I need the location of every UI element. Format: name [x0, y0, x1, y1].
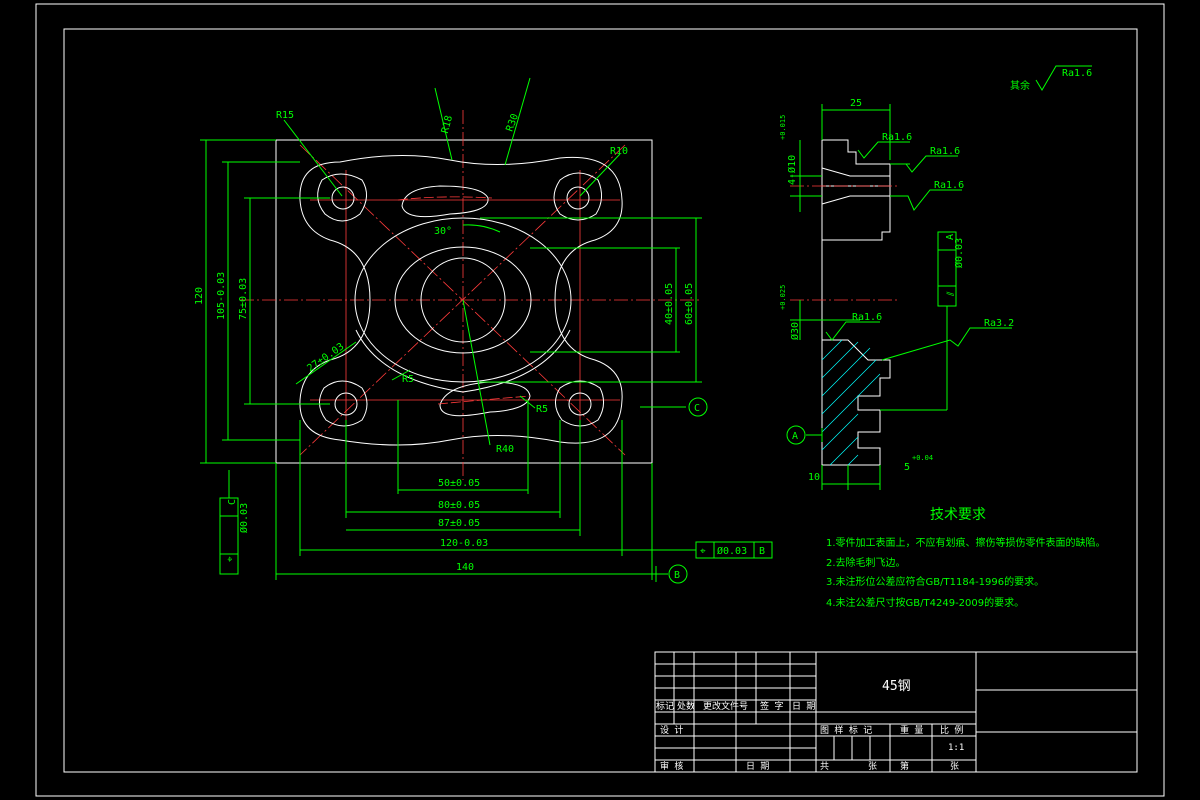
dim-140: 140	[456, 562, 474, 573]
svg-text:设 计: 设 计	[660, 724, 683, 736]
svg-text:标记: 标记	[656, 700, 674, 712]
tech-item-2: 2.去除毛刺飞边。	[826, 556, 906, 569]
svg-text:日 期: 日 期	[792, 701, 815, 712]
title-block: 45钢 标记 处数 更改文件号 签 字 日 期 设 计 审 核 图 样 标 记 …	[654, 651, 1138, 773]
svg-text:Ra3.2: Ra3.2	[984, 318, 1014, 329]
svg-text:C: C	[227, 499, 238, 505]
ra-symbol-5: Ra3.2	[881, 318, 1014, 361]
datum-a: A	[792, 431, 798, 442]
dim-5: 5	[904, 462, 910, 473]
radius-r10: R10	[610, 146, 628, 157]
radius-r5-b: R5	[536, 404, 548, 415]
ra-symbol-3: Ra1.6	[890, 180, 964, 211]
svg-text:Ø0.03: Ø0.03	[717, 545, 747, 557]
svg-text:⫽: ⫽	[946, 291, 957, 297]
side-section-hatched	[821, 339, 891, 466]
tech-title: 技术要求	[930, 507, 986, 523]
svg-text:张: 张	[868, 761, 877, 772]
svg-text:图 样 标 记: 图 样 标 记	[820, 724, 872, 736]
angle-30: 30°	[434, 226, 452, 237]
hole-dim: 4-Ø10	[786, 155, 798, 185]
svg-text:⌖: ⌖	[225, 556, 236, 562]
svg-text:Ø0.03: Ø0.03	[953, 238, 965, 268]
tech-requirements: 技术要求 1.零件加工表面上，不应有划痕、擦伤等损伤零件表面的缺陷。 2.去除毛…	[826, 507, 1106, 609]
part-outline	[275, 139, 653, 464]
dim-50: 50±0.05	[438, 478, 480, 489]
dim-v-75: 75±0.03	[238, 278, 249, 320]
svg-text:Ø0.03: Ø0.03	[238, 503, 250, 533]
scale-value: 1:1	[948, 743, 964, 753]
surface-finish-value: Ra1.6	[1062, 68, 1092, 79]
radius-r30: R30	[505, 112, 522, 133]
surface-finish-label: 其余	[1010, 79, 1030, 92]
svg-text:更改文件号: 更改文件号	[703, 700, 748, 712]
radius-r5-a: R5	[402, 374, 414, 385]
material-label: 45钢	[882, 679, 911, 694]
tech-item-4: 4.未注公差尺寸按GB/T4249-2009的要求。	[826, 596, 1024, 609]
dim-v-120: 120	[194, 287, 205, 305]
svg-text:⌖: ⌖	[700, 546, 706, 557]
svg-text:共: 共	[820, 761, 829, 772]
svg-text:日 期: 日 期	[746, 761, 769, 772]
svg-text:签 字: 签 字	[760, 700, 783, 712]
svg-text:Ra1.6: Ra1.6	[852, 312, 882, 323]
outer-border	[35, 3, 1165, 797]
ra-symbol-4: Ra1.6	[825, 312, 882, 341]
datum-c: C	[694, 403, 700, 414]
bore-tol: +0.025	[779, 285, 787, 310]
tolerance-frame-perp: A Ø0.03 ⫽	[880, 231, 965, 411]
svg-text:第: 第	[900, 760, 909, 772]
dim-80: 80±0.05	[438, 500, 480, 511]
svg-text:比 例: 比 例	[940, 724, 963, 736]
dim-diag-27: 27±0.03	[305, 341, 346, 374]
dim-120: 120-0.03	[440, 538, 488, 549]
side-view: 25 4-Ø10 +0.015 Ø30 +0.025 Ra1.6 Ra1.6 R…	[779, 98, 1014, 490]
svg-text:重 量: 重 量	[900, 724, 923, 736]
datum-b: B	[674, 570, 680, 581]
dim-v-60: 60±0.05	[684, 283, 695, 325]
dim-25: 25	[850, 98, 862, 109]
inner-border	[63, 28, 1138, 773]
dim-10: 10	[808, 472, 820, 483]
dim-87: 87±0.05	[438, 518, 480, 529]
dim-v-105: 105-0.03	[216, 272, 227, 320]
svg-text:Ra1.6: Ra1.6	[934, 180, 964, 191]
svg-text:Ra1.6: Ra1.6	[882, 132, 912, 143]
ra-symbol-2: Ra1.6	[890, 146, 960, 173]
svg-text:B: B	[759, 546, 765, 557]
tolerance-frame-bottom: ⌖ Ø0.03 B	[622, 541, 773, 559]
svg-text:Ra1.6: Ra1.6	[930, 146, 960, 157]
bore-dim: Ø30	[789, 322, 801, 340]
tech-item-1: 1.零件加工表面上，不应有划痕、擦伤等损伤零件表面的缺陷。	[826, 536, 1106, 549]
dim-bottom-tol: +0.04	[912, 454, 933, 462]
front-view: R15 R10 R18 R30 R5 R5 R40 30° 50±0.05 80…	[194, 77, 773, 584]
radius-r40: R40	[496, 444, 514, 455]
svg-text:处数: 处数	[677, 700, 695, 712]
svg-text:张: 张	[950, 761, 959, 772]
svg-text:审 核: 审 核	[660, 760, 683, 772]
surface-finish-note: 其余 Ra1.6	[1010, 65, 1092, 92]
side-outline-upper	[821, 139, 891, 241]
tolerance-frame-left: C Ø0.03 ⌖	[219, 470, 250, 575]
svg-text:A: A	[945, 234, 956, 240]
tech-item-3: 3.未注形位公差应符合GB/T1184-1996的要求。	[826, 575, 1044, 588]
dim-v-40: 40±0.05	[664, 283, 675, 325]
hole-tol: +0.015	[779, 115, 787, 140]
ra-symbol-1: Ra1.6	[857, 132, 912, 159]
radius-r18: R18	[440, 114, 455, 134]
radius-r15: R15	[276, 110, 294, 121]
